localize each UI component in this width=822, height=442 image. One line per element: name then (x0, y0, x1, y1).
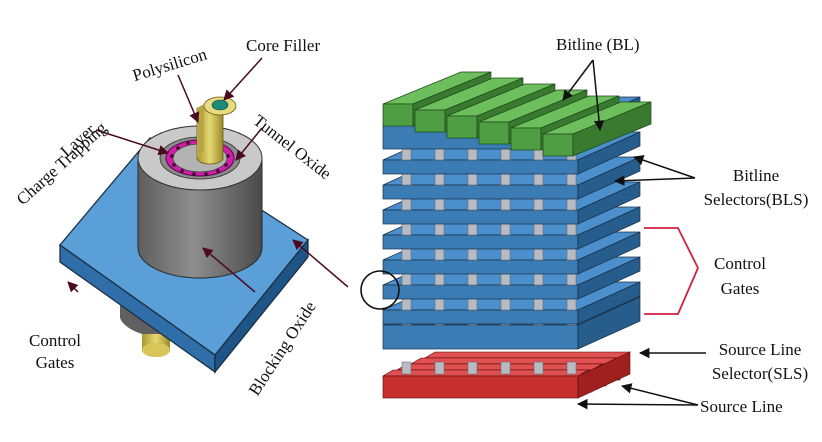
bitline-front (382, 103, 414, 127)
label-control-gates-left-2: Gates (35, 353, 75, 372)
channel-pillar (401, 297, 412, 311)
source-line-top (423, 351, 632, 359)
channel-pillar (533, 222, 544, 236)
channel-pillar (500, 222, 511, 236)
channel-pillar (401, 247, 412, 261)
gate-layer-front (382, 234, 579, 250)
channel-pillar (533, 247, 544, 261)
channel-pillar (434, 297, 445, 311)
source-line-slab (382, 375, 579, 399)
gate-layer-front (382, 284, 579, 300)
label-source-line: Source Line (700, 397, 783, 416)
bitline-side (572, 101, 652, 157)
channel-pillar (401, 147, 412, 161)
channel-pillar (401, 272, 412, 286)
channel-pillar (566, 247, 577, 261)
control-gates-bracket (644, 227, 699, 315)
channel-pillar (566, 172, 577, 186)
label-bls-1: Bitline (732, 166, 780, 185)
channel-pillar (434, 272, 445, 286)
channel-pillar (533, 272, 544, 286)
gate-layer-front (382, 209, 579, 225)
channel-pillar (467, 272, 478, 286)
label-bls-2: Selectors(BLS) (703, 190, 809, 209)
gate-layer-side (577, 131, 641, 175)
gate-layer-front (382, 324, 579, 350)
memory-cell-illustration (59, 57, 349, 374)
bitline-front (414, 109, 446, 133)
channel-pillar (434, 247, 445, 261)
gate-layer-side (577, 281, 641, 325)
right-pointer-arrows (562, 59, 706, 410)
channel-pillar (467, 297, 478, 311)
label-control-gates-right-2: Gates (720, 279, 760, 298)
channel-pillar (434, 222, 445, 236)
gate-layer-side (577, 181, 641, 225)
channel-pillar (566, 222, 577, 236)
channel-pillar (467, 172, 478, 186)
channel-pillar (467, 222, 478, 236)
bitline-front (510, 127, 542, 151)
channel-pillar (467, 361, 478, 375)
channel-pillar (401, 222, 412, 236)
channel-pillar (566, 297, 577, 311)
channel-pillar (434, 172, 445, 186)
channel-pillar (467, 247, 478, 261)
bitline-front (478, 121, 510, 145)
channel-pillar (500, 272, 511, 286)
channel-pillar (566, 361, 577, 375)
channel-pillar (500, 197, 511, 211)
channel-pillar (434, 147, 445, 161)
label-sls-1: Source Line (718, 340, 802, 359)
label-control-gates-left-1: Control (29, 331, 81, 350)
nand-array-stack (381, 71, 652, 399)
channel-pillar (533, 197, 544, 211)
channel-pillar (566, 197, 577, 211)
channel-pillar (467, 147, 478, 161)
channel-pillar (401, 172, 412, 186)
label-sls-2: Selector(SLS) (711, 364, 809, 383)
gate-layer-side (577, 296, 641, 350)
gate-layer-front (382, 259, 579, 275)
channel-pillar (500, 247, 511, 261)
gate-layer-side (577, 256, 641, 300)
channel-pillar (500, 361, 511, 375)
label-bitline: Bitline (BL) (556, 35, 640, 54)
channel-pillar (434, 361, 445, 375)
label-core-filler: Core Filler (246, 36, 321, 55)
gate-layer-side (577, 231, 641, 275)
channel-pillar (434, 197, 445, 211)
source-line-top (381, 369, 590, 377)
channel-pillar (533, 361, 544, 375)
left-pointer-arrows (67, 57, 349, 293)
gate-layer-front (382, 159, 579, 175)
channel-pillar (500, 172, 511, 186)
bitline-front (542, 133, 574, 157)
channel-pillar (566, 272, 577, 286)
channel-pillar (401, 197, 412, 211)
channel-pillar (500, 297, 511, 311)
source-line-side (577, 351, 631, 399)
label-control-gates-right-1: Control (714, 254, 766, 273)
gate-layer-front (382, 184, 579, 200)
channel-pillar (533, 172, 544, 186)
channel-pillar (533, 297, 544, 311)
channel-pillar (500, 147, 511, 161)
gate-layer-side (577, 156, 641, 200)
channel-pillar (467, 197, 478, 211)
gate-layer-front (382, 309, 579, 325)
bitline-front (446, 115, 478, 139)
highlight-circle (360, 270, 400, 310)
channel-pillar (401, 361, 412, 375)
gate-layer-side (577, 206, 641, 250)
